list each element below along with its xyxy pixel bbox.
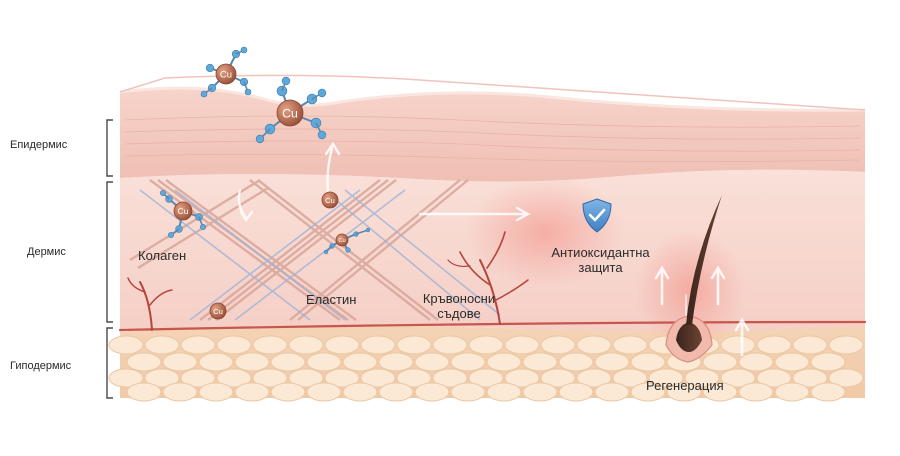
fat-cell bbox=[379, 353, 413, 371]
fat-cell bbox=[505, 336, 539, 354]
fat-cell bbox=[631, 353, 665, 371]
fat-cell bbox=[397, 336, 431, 354]
fat-cell bbox=[163, 383, 197, 401]
fat-cell bbox=[451, 353, 485, 371]
fat-cell bbox=[145, 336, 179, 354]
fat-cell bbox=[235, 353, 269, 371]
fat-cell bbox=[271, 353, 305, 371]
fat-cell bbox=[253, 336, 287, 354]
svg-text:Cu: Cu bbox=[338, 238, 345, 244]
fat-cell bbox=[163, 353, 197, 371]
fat-cell bbox=[487, 383, 521, 401]
svg-text:Cu: Cu bbox=[220, 70, 232, 81]
fat-cell bbox=[811, 353, 845, 371]
fat-cell bbox=[739, 383, 773, 401]
fat-cell bbox=[343, 353, 377, 371]
layer-brackets bbox=[107, 120, 113, 398]
fat-cell bbox=[109, 336, 143, 354]
fat-cell bbox=[775, 383, 809, 401]
fat-cell bbox=[595, 353, 629, 371]
fat-cell bbox=[307, 353, 341, 371]
antioxidant-label-line2: защита bbox=[578, 260, 622, 275]
fat-cell bbox=[523, 353, 557, 371]
fat-cell bbox=[415, 383, 449, 401]
fat-cell bbox=[829, 336, 863, 354]
epidermis-label: Епидермис bbox=[10, 139, 67, 151]
fat-cell bbox=[757, 336, 791, 354]
fat-cell bbox=[289, 336, 323, 354]
fat-cell bbox=[379, 383, 413, 401]
svg-text:Cu: Cu bbox=[213, 307, 223, 316]
antioxidant-label-line1: Антиоксидантна bbox=[551, 245, 649, 260]
svg-text:Cu: Cu bbox=[282, 107, 298, 121]
blood-vessels-label-line1: Кръвоносни bbox=[423, 291, 495, 306]
fat-cell bbox=[433, 336, 467, 354]
fat-cell bbox=[271, 383, 305, 401]
fat-cell bbox=[559, 353, 593, 371]
svg-text:Cu: Cu bbox=[178, 206, 189, 216]
fat-cell bbox=[415, 353, 449, 371]
svg-text:Cu: Cu bbox=[325, 196, 335, 205]
elastin-label: Еластин bbox=[306, 292, 356, 307]
fat-cell bbox=[217, 336, 251, 354]
fat-cell bbox=[559, 383, 593, 401]
fat-cell bbox=[325, 336, 359, 354]
fat-cell bbox=[343, 383, 377, 401]
fat-cell bbox=[307, 383, 341, 401]
fat-cell bbox=[595, 383, 629, 401]
blood-vessels-label: Кръвоносни съдове bbox=[414, 291, 504, 321]
fat-cell bbox=[127, 383, 161, 401]
fat-cell bbox=[469, 336, 503, 354]
hypodermis-label: Гиподермис bbox=[10, 360, 71, 372]
fat-cell bbox=[811, 383, 845, 401]
fat-cell bbox=[235, 383, 269, 401]
blood-vessels-label-line2: съдове bbox=[437, 306, 480, 321]
fat-cell bbox=[181, 336, 215, 354]
antioxidant-label: Антиоксидантна защита bbox=[543, 245, 658, 275]
fat-cell bbox=[721, 336, 755, 354]
fat-cell bbox=[127, 353, 161, 371]
fat-cell bbox=[451, 383, 485, 401]
copper-ion-icon: Cu bbox=[322, 192, 338, 208]
hypodermis-layer bbox=[109, 326, 865, 401]
fat-cell bbox=[703, 353, 737, 371]
fat-cell bbox=[199, 353, 233, 371]
fat-cell bbox=[793, 336, 827, 354]
fat-cell bbox=[361, 336, 395, 354]
copper-ion-icon: Cu bbox=[210, 303, 226, 319]
epidermis-layer bbox=[120, 75, 865, 181]
copper-peptide-molecule-icon: Cu bbox=[201, 47, 251, 97]
fat-cell bbox=[541, 336, 575, 354]
fat-cell bbox=[199, 383, 233, 401]
fat-cell bbox=[775, 353, 809, 371]
fat-cell bbox=[523, 383, 557, 401]
fat-cell bbox=[739, 353, 773, 371]
fat-cell bbox=[577, 336, 611, 354]
collagen-label: Колаген bbox=[138, 248, 186, 263]
dermis-label: Дермис bbox=[27, 246, 66, 258]
fat-cell bbox=[613, 336, 647, 354]
fat-cell bbox=[487, 353, 521, 371]
regeneration-label: Регенерация bbox=[646, 378, 724, 393]
